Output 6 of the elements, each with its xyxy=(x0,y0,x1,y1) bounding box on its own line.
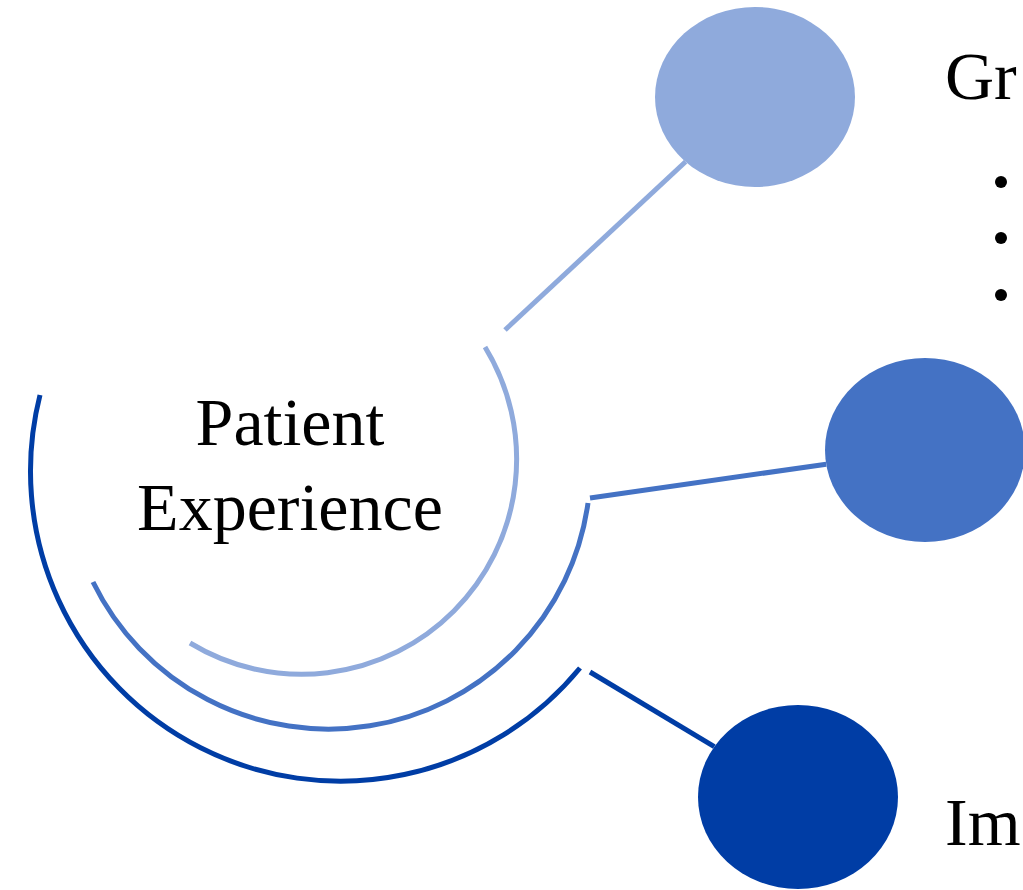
connector-line xyxy=(503,159,688,332)
node-title: Patient Experience xyxy=(136,383,444,547)
connector-line xyxy=(589,461,827,501)
heading-text: Im xyxy=(945,788,1021,856)
heading-text: Gr xyxy=(945,42,1017,110)
connector-line xyxy=(588,669,716,749)
